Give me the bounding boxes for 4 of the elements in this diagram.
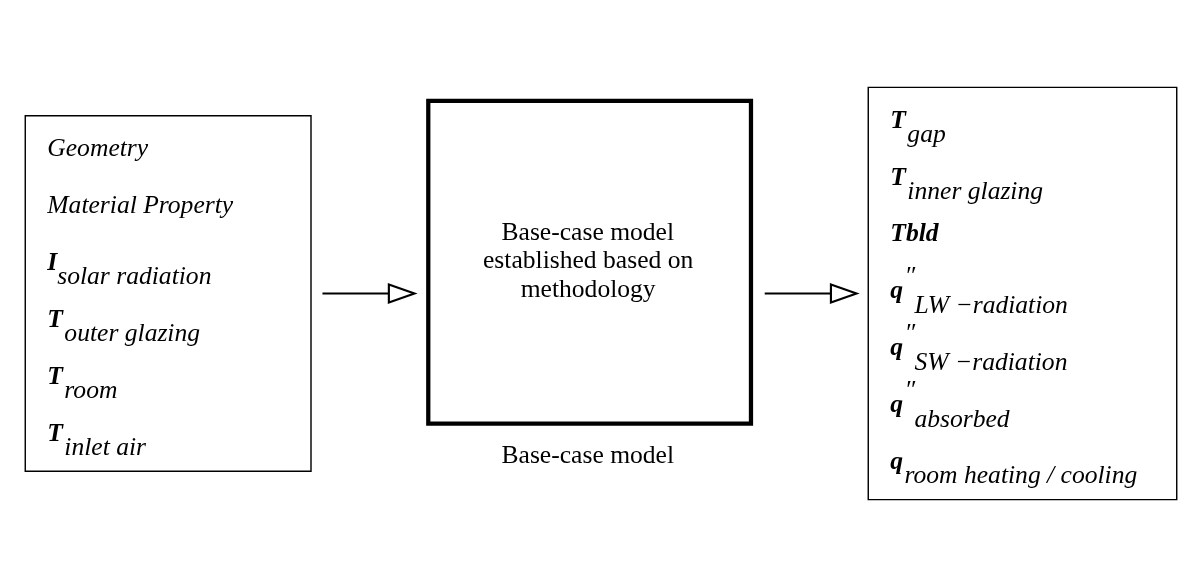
node-label: Base-case model xyxy=(501,439,675,469)
node-box: Base-case model established based on methodology xyxy=(426,98,754,426)
arrow xyxy=(322,282,418,304)
arrow xyxy=(764,282,860,304)
